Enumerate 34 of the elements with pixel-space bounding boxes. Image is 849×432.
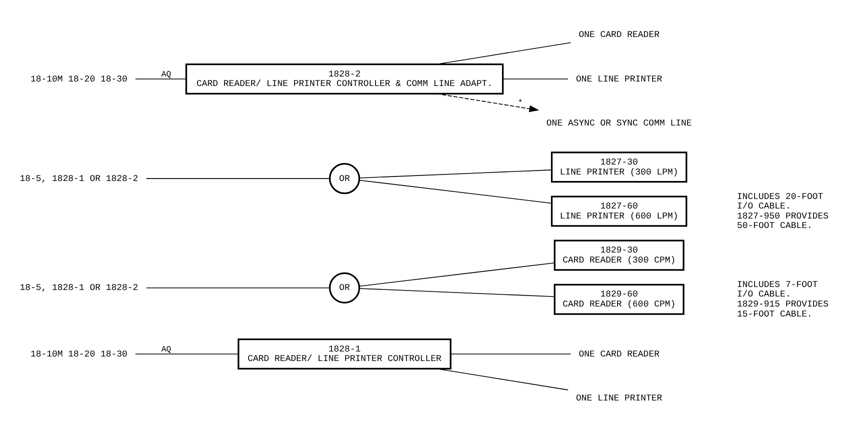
connector — [146, 286, 330, 288]
node-box: 1828-2 CARD READER/ LINE PRINTER CONTROLLER & COMM LINE ADAPT. — [185, 63, 504, 94]
node-text: 18-10M 18-20 18-30 — [30, 348, 128, 359]
connector — [436, 368, 568, 390]
edge-label: AQ — [161, 345, 172, 354]
label: INCLUDES 7-FOOT I/O CABLE. 1829-915 PROVIDES 15-FOOT CABLE. — [737, 279, 829, 319]
connector — [358, 262, 555, 286]
node-text: ONE CARD READER — [578, 30, 660, 40]
node-box: 1827-30 LINE PRINTER (300 LPM) — [550, 151, 688, 182]
node-text: 18-5, 1828-1 OR 1828-2 — [20, 282, 138, 293]
connector — [358, 169, 552, 178]
node-text: ONE LINE PRINTER — [576, 392, 662, 403]
node-box: 1829-60 CARD READER (600 CPM) — [554, 283, 684, 314]
connector — [436, 42, 572, 64]
node-text: ONE CARD READER — [578, 348, 660, 359]
node-box: 1828-1 CARD READER/ LINE PRINTER CONTROLLER — [238, 338, 452, 369]
node-circle: OR — [328, 162, 360, 194]
connector — [135, 78, 186, 79]
connector — [450, 353, 572, 354]
node-box: 1827-60 LINE PRINTER (600 LPM) — [550, 195, 688, 226]
node-text: ONE ASYNC OR SYNC COMM LINE — [546, 118, 692, 128]
edge-label: AQ — [161, 70, 172, 80]
connector — [502, 78, 568, 79]
arrow — [436, 92, 540, 112]
node-circle: OR — [328, 272, 360, 303]
connector — [135, 353, 239, 354]
node-text: 18-5, 1828-1 OR 1828-2 — [20, 173, 138, 184]
node-box: 1829-30 CARD READER (300 CPM) — [554, 239, 684, 270]
label: INCLUDES 20-FOOT I/O CABLE. 1827-950 PROVIDES 50-FOOT CABLE. — [737, 191, 829, 231]
node-text: 18-10M 18-20 18-30 — [30, 74, 128, 84]
connector — [358, 179, 552, 204]
edge-label: * — [518, 98, 523, 108]
connector — [358, 288, 555, 297]
node-text: ONE LINE PRINTER — [576, 74, 662, 84]
